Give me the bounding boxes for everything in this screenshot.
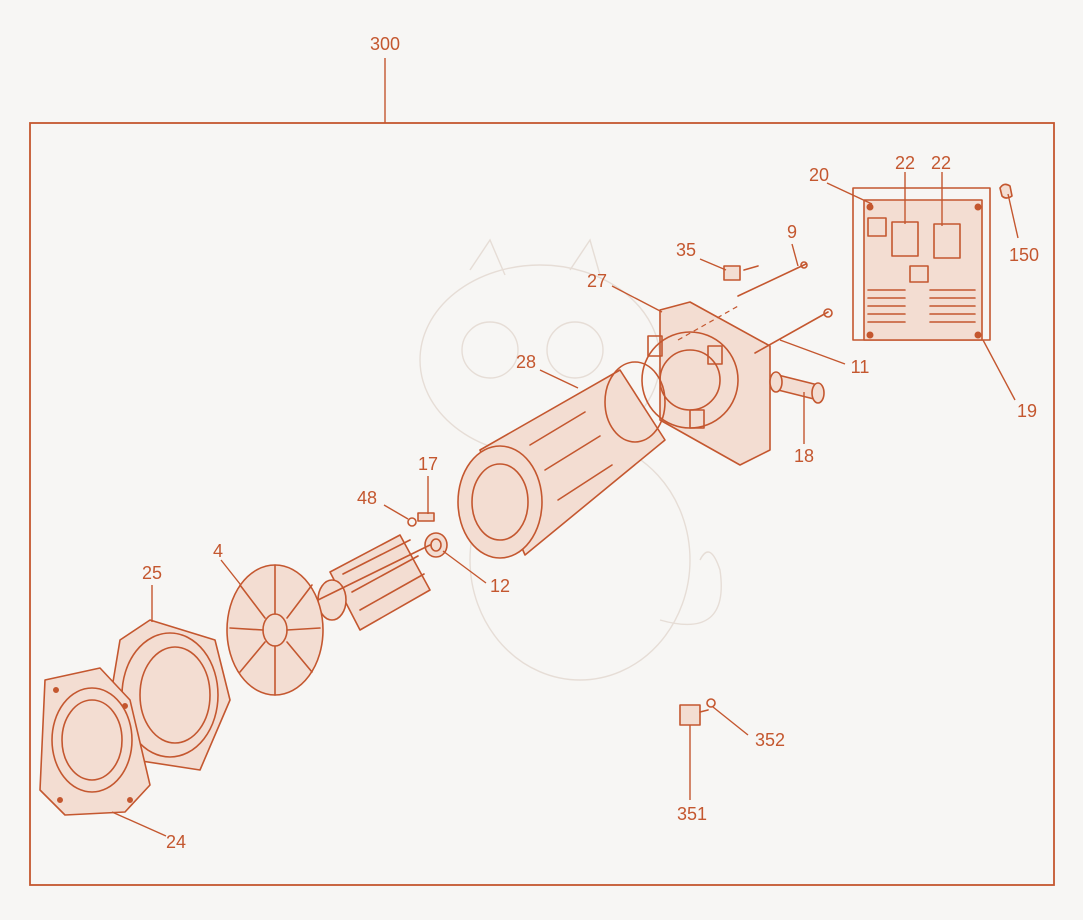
callout-11: 11: [851, 357, 870, 377]
assembly-frame: [29, 122, 1055, 886]
end-housing-part: [641, 301, 771, 466]
pin-part: [407, 517, 417, 527]
alignment-dash: [677, 304, 741, 341]
front-flange-part: [39, 667, 151, 816]
callout-19: 19: [1017, 401, 1037, 421]
fan-part: [226, 564, 324, 696]
callout-17: 17: [418, 454, 438, 474]
control-panel-part: [852, 187, 991, 341]
callout-35: 35: [676, 240, 696, 260]
callout-351: 351: [677, 804, 707, 824]
knob-part: [999, 183, 1013, 199]
callout-28: 28: [516, 352, 536, 372]
callout-24: 24: [166, 832, 186, 852]
capacitor-part: [769, 371, 825, 404]
callout-25: 25: [142, 563, 162, 583]
leader-lines: [111, 172, 1019, 837]
bearing-part: [424, 532, 448, 558]
callout-27: 27: [587, 271, 607, 291]
bracket-part: [723, 265, 759, 281]
callout-9: 9: [787, 222, 797, 242]
assembly-label: 300: [370, 34, 400, 54]
brush-part: [417, 512, 435, 522]
callout-4: 4: [213, 541, 223, 561]
callout-12: 12: [490, 576, 510, 596]
stator-part: [457, 361, 666, 559]
callout-352: 352: [755, 730, 785, 750]
switch-part: [679, 704, 709, 726]
rotor-part: [317, 534, 431, 631]
callout-48: 48: [357, 488, 377, 508]
callout-22-left: 22: [895, 153, 915, 173]
long-bolt-part: [754, 308, 833, 354]
callout-18: 18: [794, 446, 814, 466]
callout-150: 150: [1009, 245, 1039, 265]
rod-part: [737, 261, 808, 297]
callout-20: 20: [809, 165, 829, 185]
clip-part: [706, 698, 716, 708]
callout-22-right: 22: [931, 153, 951, 173]
callout-labels: 20 22 22 150 9 35 27 28 11 19 18 17 48 1…: [142, 153, 1039, 852]
